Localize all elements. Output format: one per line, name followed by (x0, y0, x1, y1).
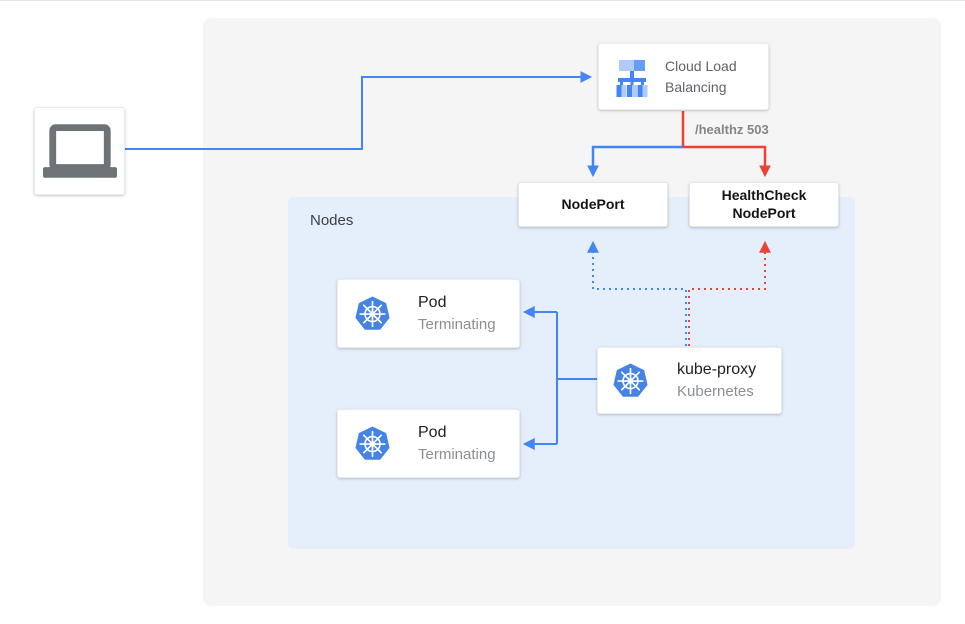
kube-proxy-subtitle: Kubernetes (677, 383, 754, 401)
healthcheck-nodeport-node: HealthCheck NodePort (689, 182, 839, 227)
kubernetes-icon (353, 295, 392, 332)
nodeport-label: NodePort (561, 195, 625, 212)
kube-proxy-node: kube-proxy Kubernetes (597, 347, 782, 414)
pod-status: Terminating (418, 316, 496, 334)
healthcheck-nodeport-label: HealthCheck NodePort (721, 187, 807, 221)
kubernetes-icon (353, 425, 392, 462)
kubernetes-icon (611, 362, 650, 399)
cloud-load-balancing-label: Cloud Load Balancing (665, 58, 737, 95)
pod-status: Terminating (418, 446, 496, 464)
pod-node-1: Pod Terminating (337, 279, 520, 348)
pod-node-2: Pod Terminating (337, 409, 520, 478)
cloud-load-balancing-node: Cloud Load Balancing (598, 43, 769, 110)
client-node (34, 107, 125, 195)
nodes-label: Nodes (310, 212, 354, 229)
kube-proxy-title: kube-proxy (677, 361, 757, 379)
pod-title: Pod (418, 294, 447, 312)
healthz-status-label: /healthz 503 (695, 122, 769, 137)
pod-title: Pod (418, 424, 447, 442)
cloud-load-balancing-icon (612, 57, 652, 97)
nodeport-node: NodePort (518, 182, 668, 227)
laptop-icon (42, 123, 117, 179)
